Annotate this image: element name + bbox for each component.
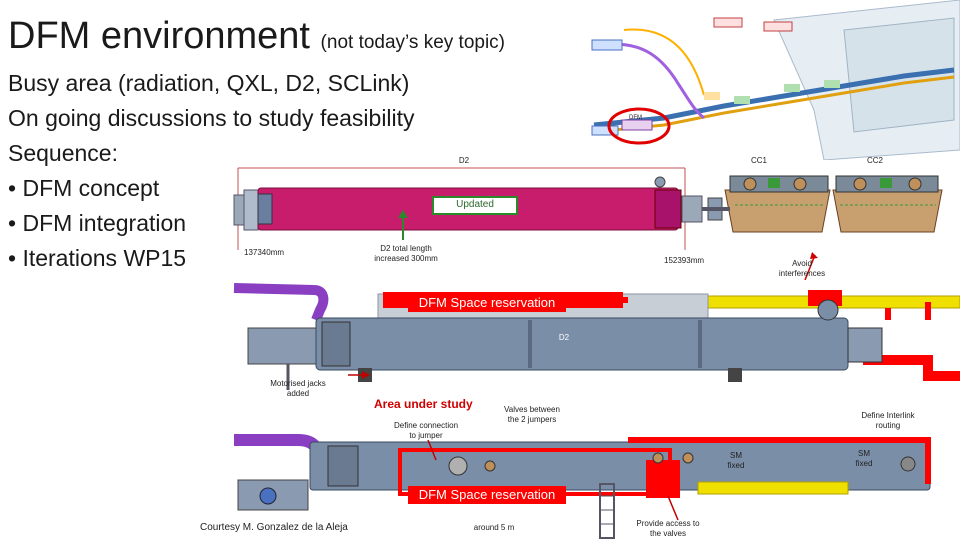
updated-badge: Updated: [432, 196, 518, 215]
bullet-item: • DFM concept: [8, 175, 160, 201]
lhc-area-map: DFM: [584, 0, 960, 160]
label-cc1: CC1: [750, 156, 767, 165]
middle-diagram: [233, 283, 960, 390]
access-note: Provide access to the valves: [636, 519, 700, 538]
bullet-line-1: Busy area (radiation, QXL, D2, SCLink): [8, 70, 410, 96]
jacks-note: Motorised jacks added: [270, 379, 326, 398]
sm-fixed-1: SM fixed: [727, 451, 745, 470]
title-note: (not today’s key topic): [320, 32, 506, 53]
connection-note: Define connection to jumper: [393, 421, 459, 440]
bullet-line-3: Sequence:: [8, 140, 118, 166]
area-under-study: Area under study: [374, 397, 473, 411]
right-position: 152393mm: [664, 256, 705, 265]
top-diagram: [233, 167, 943, 280]
avoid-note: Avoid interferences: [778, 259, 826, 278]
label-d2-top: D2: [458, 156, 470, 165]
bullet-item: • Iterations WP15: [8, 245, 187, 271]
label-cc2: CC2: [866, 156, 883, 165]
title-main: DFM environment: [8, 15, 310, 57]
slide-title: DFM environment (not today’s key topic): [8, 14, 505, 65]
interlink-note: Define Interlink routing: [861, 411, 915, 430]
around-length: around 5 m: [473, 523, 515, 532]
length-note: D2 total length increased 300mm: [374, 244, 438, 263]
credit-text: Courtesy M. Gonzalez de la Aleja: [200, 522, 348, 533]
bullet-line-2: On going discussions to study feasibilit…: [8, 105, 415, 131]
map-dfm-label: DFM: [629, 115, 642, 121]
dfm-space-reservation-top: DFM Space reservation: [408, 294, 566, 312]
dfm-space-reservation-bottom: DFM Space reservation: [408, 486, 566, 504]
left-position: 137340mm: [244, 248, 285, 257]
label-d2-middle: D2: [558, 333, 570, 342]
sm-fixed-2: SM fixed: [855, 449, 873, 468]
valves-note: Valves between the 2 jumpers: [504, 405, 560, 424]
bullet-item: • DFM integration: [8, 210, 187, 236]
